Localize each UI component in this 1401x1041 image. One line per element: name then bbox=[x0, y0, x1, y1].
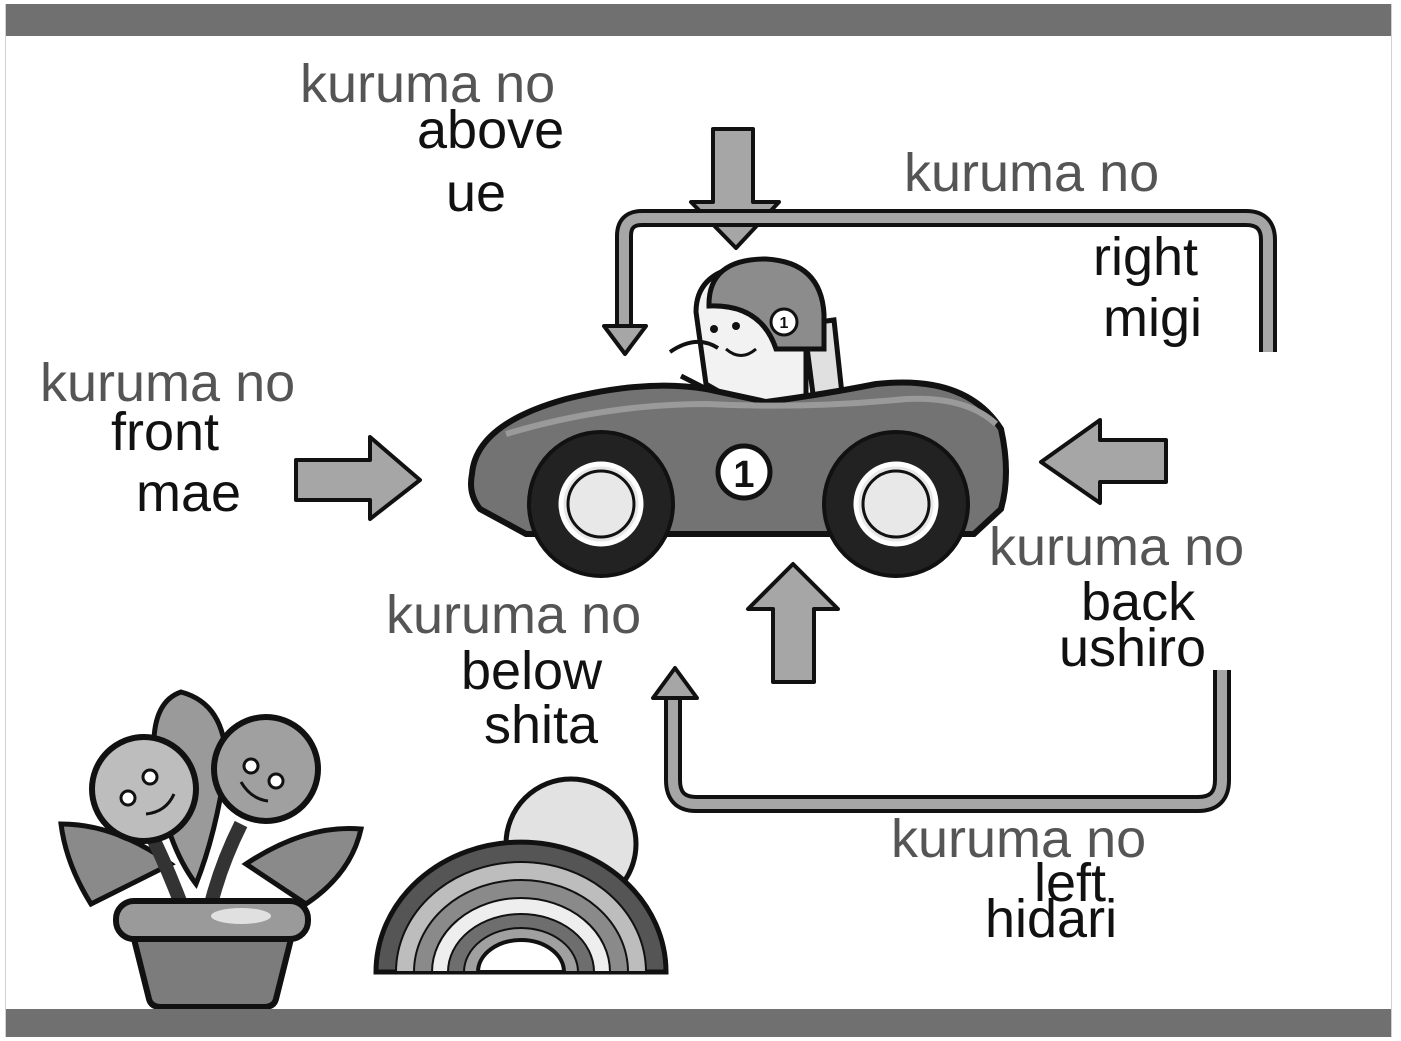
right-prefix-label: kuruma no bbox=[904, 143, 1160, 203]
illustration: 1 1 bbox=[58, 127, 1277, 1010]
arrow-left-icon bbox=[1039, 418, 1168, 505]
left-japanese-label: hidari bbox=[985, 889, 1118, 949]
back-english-label: back bbox=[1081, 572, 1196, 632]
top-bar bbox=[6, 4, 1391, 36]
front-prefix-label: kuruma no bbox=[40, 353, 296, 413]
below-prefix-label: kuruma no bbox=[386, 585, 642, 645]
back-prefix-label: kuruma no bbox=[989, 517, 1245, 577]
front-english-label: front bbox=[111, 402, 220, 462]
left-prefix-label: kuruma no bbox=[891, 809, 1147, 869]
rainbow-icon bbox=[373, 776, 669, 975]
car-number-label: 1 bbox=[733, 454, 754, 496]
below-japanese-label: shita bbox=[484, 695, 599, 755]
back-japanese-label: ushiro bbox=[1059, 618, 1207, 678]
bottom-bar bbox=[6, 1009, 1391, 1037]
arrow-up-icon bbox=[746, 562, 840, 684]
left-path-arrow-icon bbox=[664, 670, 1231, 813]
above-japanese-label: ue bbox=[446, 163, 507, 223]
below-english-label: below bbox=[461, 641, 603, 701]
left-english-label: left bbox=[1034, 853, 1107, 913]
right-japanese-label: migi bbox=[1103, 288, 1203, 348]
above-prefix-label: kuruma no bbox=[300, 54, 556, 114]
slide: 1 1 bbox=[5, 4, 1392, 1037]
front-japanese-label: mae bbox=[136, 463, 242, 523]
driver-icon: 1 bbox=[668, 256, 845, 407]
above-english-label: above bbox=[417, 100, 565, 160]
svg-text:1: 1 bbox=[780, 315, 789, 332]
front-wheel bbox=[527, 430, 675, 578]
arrow-down-icon bbox=[689, 127, 781, 250]
right-english-label: right bbox=[1093, 227, 1199, 287]
race-car: 1 1 bbox=[468, 256, 1009, 578]
flower-pot-icon bbox=[58, 689, 365, 1010]
arrow-right-icon bbox=[294, 435, 422, 521]
rear-wheel bbox=[822, 430, 970, 578]
